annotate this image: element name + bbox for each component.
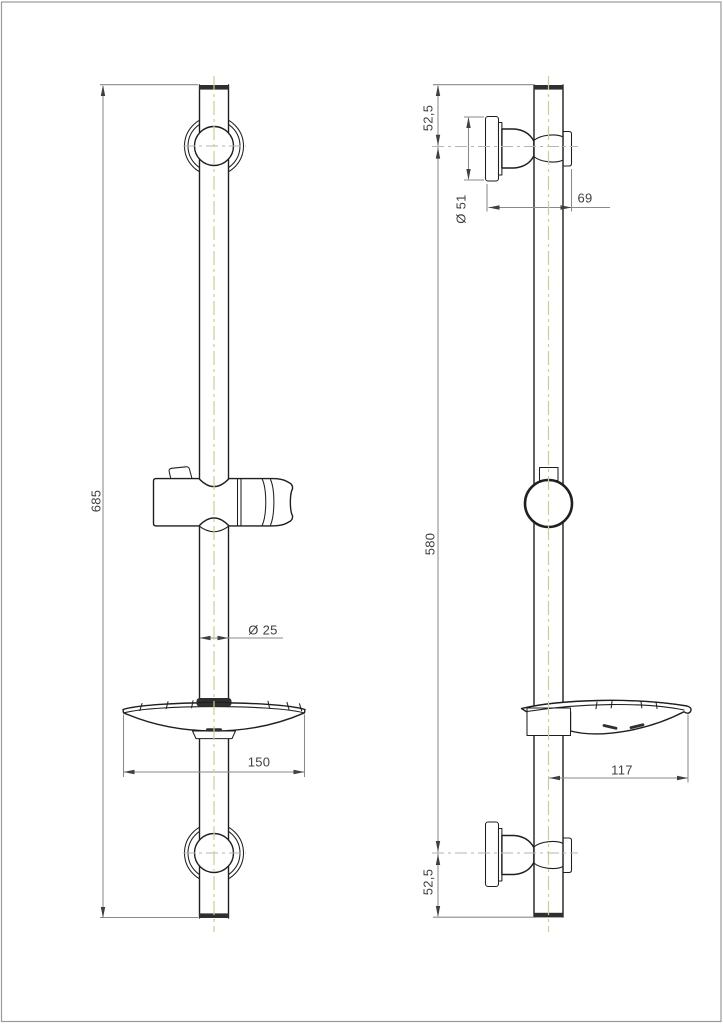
side-view <box>432 76 692 932</box>
label-dish-width: 150 <box>247 754 271 770</box>
soap-dish-side <box>520 699 692 737</box>
dim-dish-width <box>122 714 306 777</box>
rail-bottom-cap <box>199 913 229 918</box>
dim-overall-height <box>100 84 198 919</box>
bottom-wall-bracket <box>484 821 573 888</box>
label-rail-diameter: Ø 25 <box>248 622 278 638</box>
slider-holder <box>152 466 294 533</box>
label-dish-projection: 117 <box>611 762 633 778</box>
label-overall-height: 685 <box>88 489 104 513</box>
dim-dish-projection <box>549 714 689 783</box>
label-top-offset: 52,5 <box>420 104 436 132</box>
dim-vertical-chain <box>433 84 533 918</box>
dim-flange-diameter <box>464 116 484 181</box>
dim-bracket-projection <box>486 169 610 212</box>
top-bracket-flange <box>484 115 500 182</box>
front-view <box>100 76 306 932</box>
label-bottom-offset: 52,5 <box>420 868 436 896</box>
top-bracket-body <box>501 128 535 169</box>
label-flange-diameter: Ø 51 <box>453 194 469 224</box>
label-bracket-projection: 69 <box>577 190 593 206</box>
top-wall-bracket <box>484 115 573 182</box>
label-bracket-spacing: 580 <box>422 532 438 556</box>
rail-bottom-cap-side <box>533 912 564 918</box>
slider-lock-button <box>168 466 193 480</box>
bottom-bracket-flange <box>484 821 500 888</box>
bottom-bracket-cap <box>562 837 573 874</box>
bottom-bracket-body <box>501 834 535 876</box>
top-bracket-cap <box>562 130 573 167</box>
